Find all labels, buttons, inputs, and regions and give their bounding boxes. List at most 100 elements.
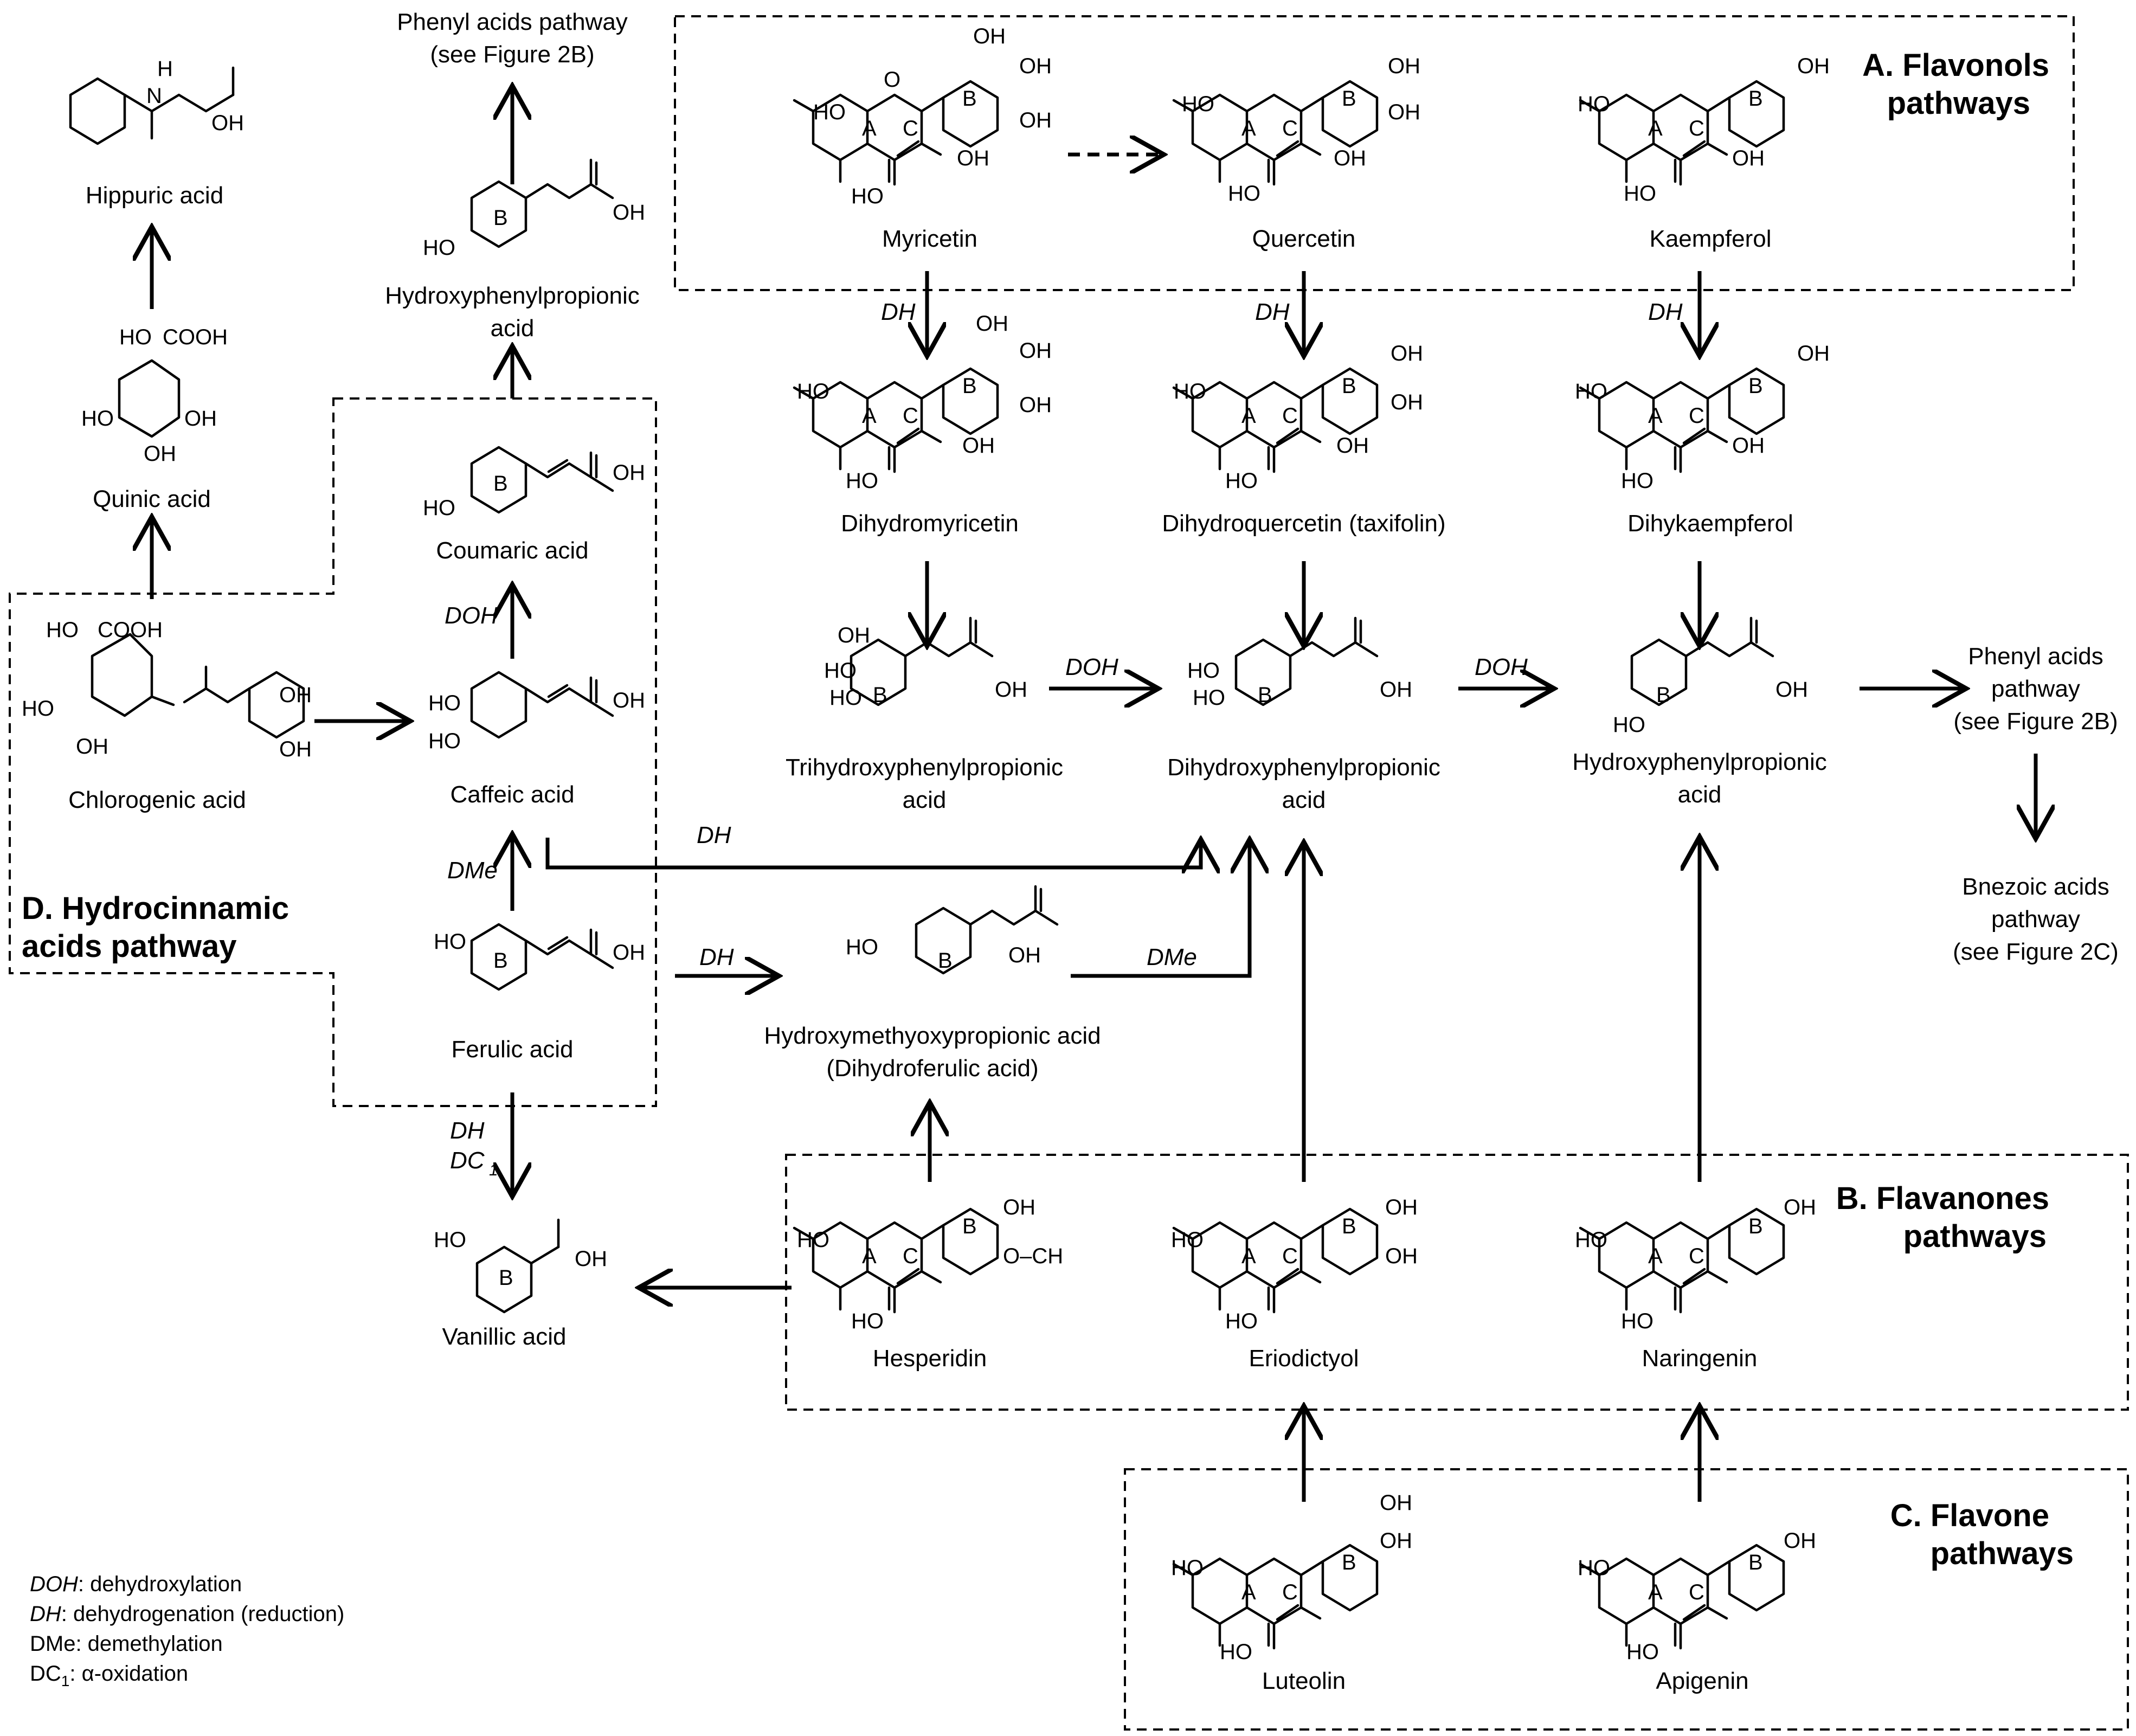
svg-text:DOH: dehydroxylation: DOH: dehydroxylation — [30, 1572, 242, 1596]
myricetin-atoms: HO HO OH OH OH OH O A C B — [813, 24, 1052, 208]
kaempferol-atoms: HO HO OH OH A C B — [1578, 54, 1830, 205]
hesperidin-label: Hesperidin — [873, 1345, 987, 1372]
svg-text:HO: HO — [1193, 686, 1225, 710]
flavanone-atoms: HO HO OH O–CH A C B HO HO OH OH A C B HO… — [797, 1195, 1816, 1333]
svg-text:OH: OH — [1391, 390, 1423, 414]
svg-text:B: B — [1258, 683, 1272, 707]
svg-text:HO: HO — [423, 236, 455, 260]
svg-text:OH: OH — [144, 442, 176, 466]
svg-text:Bnezoic acids: Bnezoic acids — [1962, 873, 2109, 900]
svg-text:pathway: pathway — [1991, 906, 2080, 933]
trihydroxyphenylpropionic-structure — [851, 618, 992, 705]
svg-text:B. Flavanones: B. Flavanones — [1836, 1181, 2049, 1216]
svg-text:acid: acid — [903, 787, 947, 813]
svg-text:OH: OH — [1391, 342, 1423, 365]
quercetin-atoms: HO HO OH OH OH A C B — [1182, 54, 1420, 205]
caffeic-acid-structure — [472, 672, 613, 737]
svg-text:A: A — [1241, 404, 1256, 428]
svg-text:Phenyl acids: Phenyl acids — [1968, 643, 2103, 670]
svg-text:C: C — [1689, 1580, 1704, 1604]
hippuric-acid-label: Hippuric acid — [86, 182, 223, 209]
svg-text:HO: HO — [1578, 92, 1610, 116]
benzoic-acids-label: Bnezoic acids pathway (see Figure 2C) — [1953, 873, 2119, 965]
svg-text:C: C — [1282, 117, 1298, 140]
svg-text:B: B — [962, 374, 977, 398]
svg-text:B: B — [1748, 1214, 1763, 1238]
svg-text:OH: OH — [1775, 678, 1808, 702]
svg-text:D. Hydrocinnamic: D. Hydrocinnamic — [22, 891, 289, 926]
dihydroxyphenylpropionic-structure — [1236, 618, 1377, 705]
svg-text:OH: OH — [1334, 146, 1366, 170]
svg-text:pathways: pathways — [1903, 1219, 2047, 1254]
apigenin-label: Apigenin — [1656, 1668, 1748, 1694]
svg-text:HO: HO — [119, 325, 152, 349]
svg-text:OH: OH — [962, 434, 995, 458]
myricetin-label: Myricetin — [882, 226, 977, 252]
phenyl-acids-top-label: Phenyl acids pathway (see Figure 2B) — [397, 9, 628, 68]
svg-text:C: C — [1282, 1244, 1298, 1268]
svg-text:OH: OH — [976, 312, 1008, 336]
svg-text:N: N — [146, 84, 162, 108]
vanillic-acid-structure — [475, 1218, 560, 1314]
svg-text:HO: HO — [797, 1228, 829, 1252]
quinic-acid-label: Quinic acid — [93, 486, 211, 512]
svg-text:OH: OH — [973, 24, 1006, 48]
svg-text:A: A — [1648, 1580, 1663, 1604]
hippuric-acid-structure — [69, 66, 235, 145]
dihydroferulic-dme-arrow — [1071, 843, 1250, 978]
svg-text:C: C — [1282, 404, 1298, 428]
naringenin-label: Naringenin — [1642, 1345, 1758, 1372]
trihydroxyphenylpropionic-label: Trihydroxyphenylpropionic acid — [786, 754, 1063, 813]
svg-text:A: A — [1648, 1244, 1663, 1268]
chlorogenic-acid-label: Chlorogenic acid — [68, 787, 246, 813]
svg-text:OH: OH — [1008, 943, 1041, 967]
svg-text:OH: OH — [1019, 393, 1052, 417]
svg-text:OH: OH — [995, 678, 1027, 702]
svg-text:OH: OH — [76, 735, 108, 758]
svg-text:A. Flavonols: A. Flavonols — [1862, 48, 2049, 83]
svg-text:B: B — [1342, 374, 1356, 398]
svg-text:pathways: pathways — [1931, 1536, 2074, 1571]
flavanones-pathway-title: B. Flavanones pathways — [1836, 1181, 2049, 1254]
svg-text:HO: HO — [1220, 1640, 1252, 1664]
flavonols-pathway-box — [674, 15, 2075, 291]
svg-text:OH: OH — [184, 407, 217, 430]
legend: DOH: dehydroxylation DH: dehydrogenation… — [30, 1572, 344, 1689]
svg-text:A: A — [1241, 1244, 1256, 1268]
svg-text:OH: OH — [575, 1247, 607, 1271]
svg-text:A: A — [1241, 1580, 1256, 1604]
svg-text:B: B — [499, 1266, 513, 1290]
quercetin-label: Quercetin — [1252, 226, 1356, 252]
svg-text:B: B — [1342, 1214, 1356, 1238]
dihydroxy-doh-label: DOH — [1475, 654, 1528, 680]
svg-text:HO: HO — [1578, 1556, 1610, 1580]
svg-text:B: B — [938, 949, 953, 973]
svg-text:HO: HO — [846, 469, 878, 493]
svg-text:DH: dehydrogenation (reduction: DH: dehydrogenation (reduction) — [30, 1602, 344, 1626]
svg-text:C: C — [1282, 1580, 1298, 1604]
legend-item-doh: DOH: dehydroxylation — [30, 1572, 242, 1596]
ferulic-dme-label: DMe — [447, 857, 498, 884]
ferulic-acid-structure — [472, 924, 613, 989]
phenolic-acid-atoms: OH HO HO OH B HO HO OH B HO OH B HO OH B… — [423, 201, 1808, 1290]
svg-text:Dihydroxyphenylpropionic: Dihydroxyphenylpropionic — [1167, 754, 1440, 781]
svg-text:HO: HO — [428, 691, 461, 715]
legend-item-dme: DMe: demethylation — [30, 1632, 223, 1656]
svg-text:HO: HO — [1575, 380, 1607, 403]
svg-text:pathways: pathways — [1887, 86, 2030, 121]
hydrocinnamic-pathway-box — [9, 397, 657, 1107]
svg-text:C: C — [903, 404, 918, 428]
svg-text:Trihydroxyphenylpropionic: Trihydroxyphenylpropionic — [786, 754, 1063, 781]
svg-text:COOH: COOH — [98, 618, 163, 642]
luteolin-label: Luteolin — [1262, 1668, 1346, 1694]
svg-text:(Dihydroferulic acid): (Dihydroferulic acid) — [826, 1055, 1038, 1082]
svg-text:DC1: α-oxidation: DC1: α-oxidation — [30, 1662, 188, 1689]
quercetin-dh-label: DH — [1255, 299, 1290, 325]
svg-text:HO: HO — [829, 686, 862, 710]
svg-text:Hydroxyphenylpropionic: Hydroxyphenylpropionic — [1572, 749, 1827, 775]
svg-text:B: B — [1748, 1551, 1763, 1574]
svg-text:Hydroxymethyoxypropionic acid: Hydroxymethyoxypropionic acid — [764, 1023, 1101, 1049]
flavanones-pathway-box — [785, 1154, 2129, 1411]
svg-text:C: C — [903, 1244, 918, 1268]
